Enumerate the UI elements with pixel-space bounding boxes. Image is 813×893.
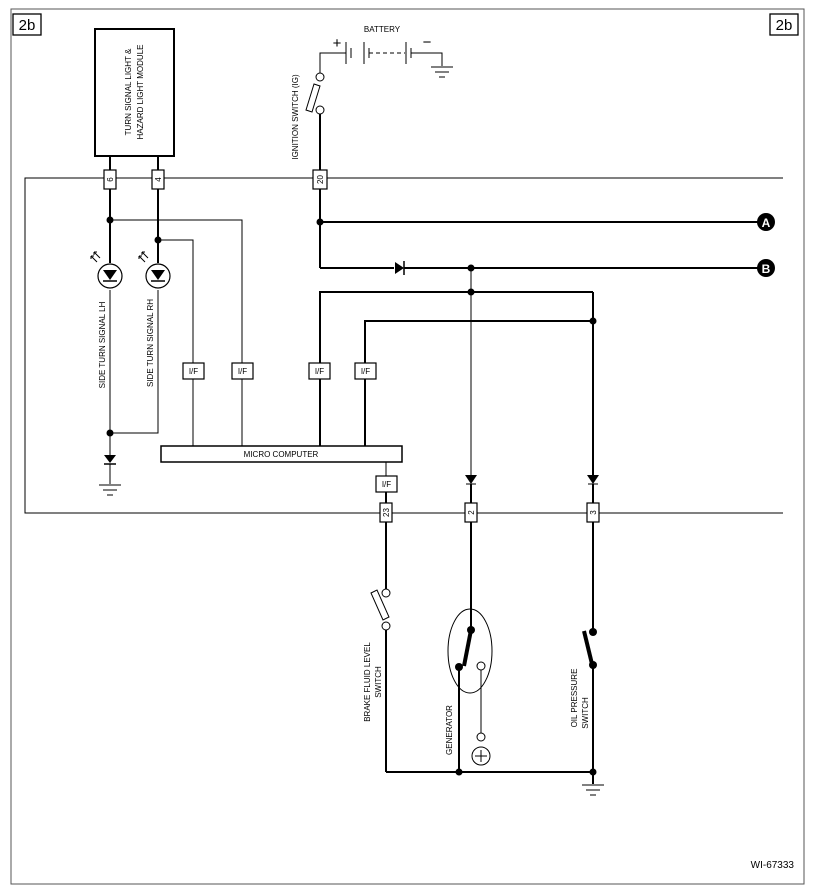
side-turn-signal-lh: SIDE TURN SIGNAL LH	[90, 251, 123, 388]
wires	[109, 114, 760, 784]
diagram-frame	[10, 8, 805, 885]
micro-computer: MICRO COMPUTER	[160, 445, 403, 463]
pin-6-label: 6	[106, 177, 115, 182]
interface-label-3: I/F	[315, 367, 324, 376]
side-turn-signal-rh: SIDE TURN SIGNAL RH	[138, 251, 171, 387]
interface-label-4: I/F	[361, 367, 370, 376]
marker-a-label: A	[762, 216, 771, 230]
ground-left	[99, 455, 121, 496]
pin-3-label: 3	[589, 510, 598, 515]
ignition-switch: IGNITION SWITCH (IG)	[291, 72, 325, 160]
oil-switch-label-line2: SWITCH	[581, 697, 590, 729]
oil-switch-label-line1: OIL PRESSURE	[570, 669, 579, 728]
battery-label: BATTERY	[364, 25, 401, 34]
connector-marker-a: A	[757, 213, 775, 231]
battery: BATTERY + −	[319, 25, 453, 78]
brake-switch-label-line2: SWITCH	[374, 666, 383, 698]
junctions	[106, 216, 597, 776]
ground-bottom	[582, 784, 604, 796]
pin-4-label: 4	[154, 177, 163, 182]
page-ref-right: 2b	[769, 13, 799, 36]
diode-b-line	[395, 261, 405, 275]
interface-label-1: I/F	[189, 367, 198, 376]
brake-fluid-level-switch: BRAKE FLUID LEVEL SWITCH	[363, 588, 391, 722]
page-ref-left-label: 2b	[19, 17, 36, 34]
module-label-line1: TURN SIGNAL LIGHT &	[124, 48, 133, 135]
page-ref-left: 2b	[12, 13, 42, 36]
ignition-switch-label: IGNITION SWITCH (IG)	[291, 74, 300, 160]
connector-pins: 6 4 20 23 2 3	[103, 169, 600, 523]
battery-plus-sign: +	[333, 35, 342, 52]
turn-signal-module: TURN SIGNAL LIGHT & HAZARD LIGHT MODULE	[94, 28, 175, 157]
generator-label: GENERATOR	[445, 705, 454, 755]
pin-20-label: 20	[316, 175, 325, 184]
indicator-arrows	[465, 475, 599, 484]
figure-id: WI-67333	[751, 860, 795, 871]
interface-boxes: I/F I/F I/F I/F I/F	[182, 362, 398, 493]
pin-2-label: 2	[467, 510, 476, 515]
module-label-line2: HAZARD LIGHT MODULE	[136, 45, 145, 140]
generator: GENERATOR	[445, 608, 493, 766]
oil-pressure-switch: OIL PRESSURE SWITCH	[570, 628, 597, 729]
brake-switch-label-line1: BRAKE FLUID LEVEL	[363, 642, 372, 722]
battery-minus-sign: −	[423, 34, 432, 51]
side-turn-rh-label: SIDE TURN SIGNAL RH	[146, 299, 155, 387]
interface-label-5: I/F	[382, 480, 391, 489]
interface-label-2: I/F	[238, 367, 247, 376]
micro-computer-label: MICRO COMPUTER	[244, 450, 319, 459]
pin-23-label: 23	[382, 508, 391, 517]
marker-b-label: B	[762, 262, 771, 276]
side-turn-lh-label: SIDE TURN SIGNAL LH	[98, 301, 107, 388]
page-ref-right-label: 2b	[776, 17, 793, 34]
combination-meter-outline	[24, 177, 783, 514]
connector-marker-b: B	[757, 259, 775, 277]
